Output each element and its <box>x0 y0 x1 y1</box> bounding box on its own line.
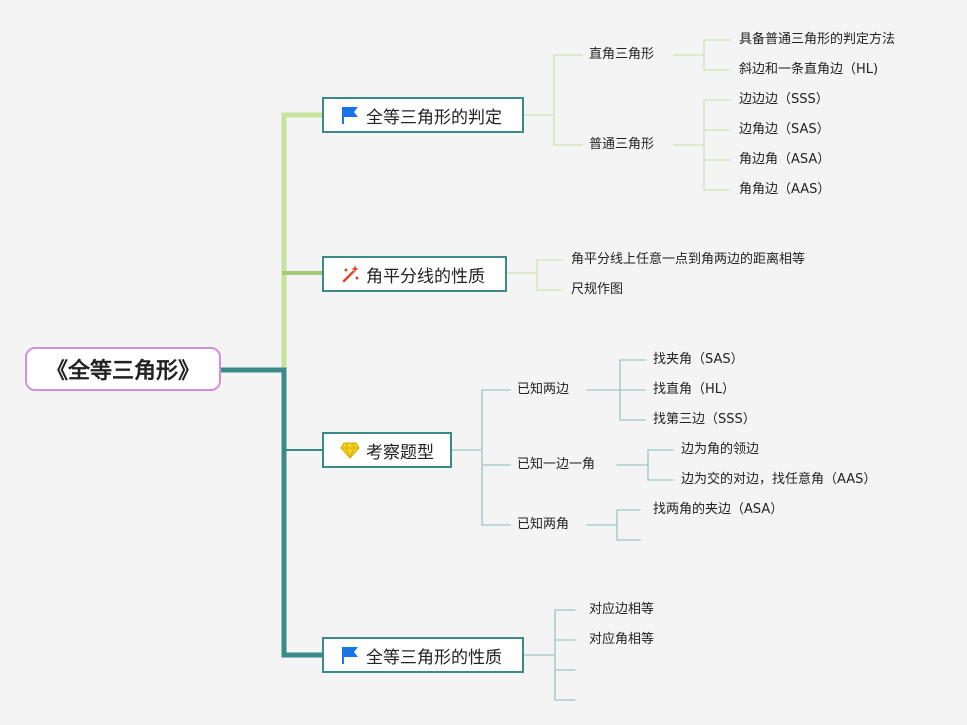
connector-branch-3 <box>283 369 323 451</box>
leaf-node[interactable]: 找两角的夹边（ASA） <box>653 502 784 517</box>
branch-title: 角平分线的性质 <box>366 266 485 287</box>
leaf-node[interactable]: 角平分线上任意一点到角两边的距离相等 <box>571 252 806 267</box>
leaf-node[interactable]: 找第三边（SSS） <box>653 412 756 427</box>
leaf-node[interactable]: 尺规作图 <box>571 282 624 297</box>
leaf-node[interactable]: 角边角（ASA） <box>739 152 831 167</box>
sub-node-two-sides[interactable]: 已知两边 <box>517 382 570 397</box>
blue-flag-icon <box>340 105 360 125</box>
leaf-node[interactable]: 边为交的对边，找任意角（AAS） <box>681 472 877 487</box>
sub-node-right-triangle[interactable]: 直角三角形 <box>589 47 655 62</box>
connector-branch-4 <box>281 367 325 658</box>
branch-node-question-types[interactable]: 考察题型 <box>322 432 452 468</box>
sub-node-general-triangle[interactable]: 普通三角形 <box>589 137 655 152</box>
magic-wand-icon <box>340 264 360 284</box>
sub-node-side-angle[interactable]: 已知一边一角 <box>517 457 596 472</box>
leaf-node[interactable]: 边为角的领边 <box>681 442 760 457</box>
branch-title: 全等三角形的性质 <box>366 647 502 668</box>
blue-flag-icon <box>340 645 360 665</box>
branch-node-properties[interactable]: 全等三角形的性质 <box>322 637 524 673</box>
leaf-node[interactable]: 边边边（SSS） <box>739 92 829 107</box>
connector-branch-1 <box>281 112 325 373</box>
root-title: 《全等三角形》 <box>45 359 200 384</box>
leaf-node[interactable]: 对应边相等 <box>589 602 655 617</box>
leaf-node[interactable]: 边角边（SAS） <box>739 122 830 137</box>
leaf-node[interactable]: 对应角相等 <box>589 632 655 647</box>
leaf-node[interactable]: 具备普通三角形的判定方法 <box>739 32 896 47</box>
branch-title: 考察题型 <box>366 442 434 463</box>
leaf-node[interactable]: 找夹角（SAS） <box>653 352 744 367</box>
leaf-node[interactable]: 找直角（HL） <box>653 382 736 397</box>
root-node[interactable]: 《全等三角形》 <box>25 347 221 391</box>
leaf-node[interactable]: 角角边（AAS） <box>739 182 831 197</box>
diamond-icon <box>340 440 360 460</box>
sub-node-two-angles[interactable]: 已知两角 <box>517 517 570 532</box>
branch-node-judgement[interactable]: 全等三角形的判定 <box>322 97 524 133</box>
branch-title: 全等三角形的判定 <box>366 107 502 128</box>
leaf-node[interactable]: 斜边和一条直角边（HL) <box>739 62 879 77</box>
branch-node-bisector[interactable]: 角平分线的性质 <box>322 256 507 292</box>
